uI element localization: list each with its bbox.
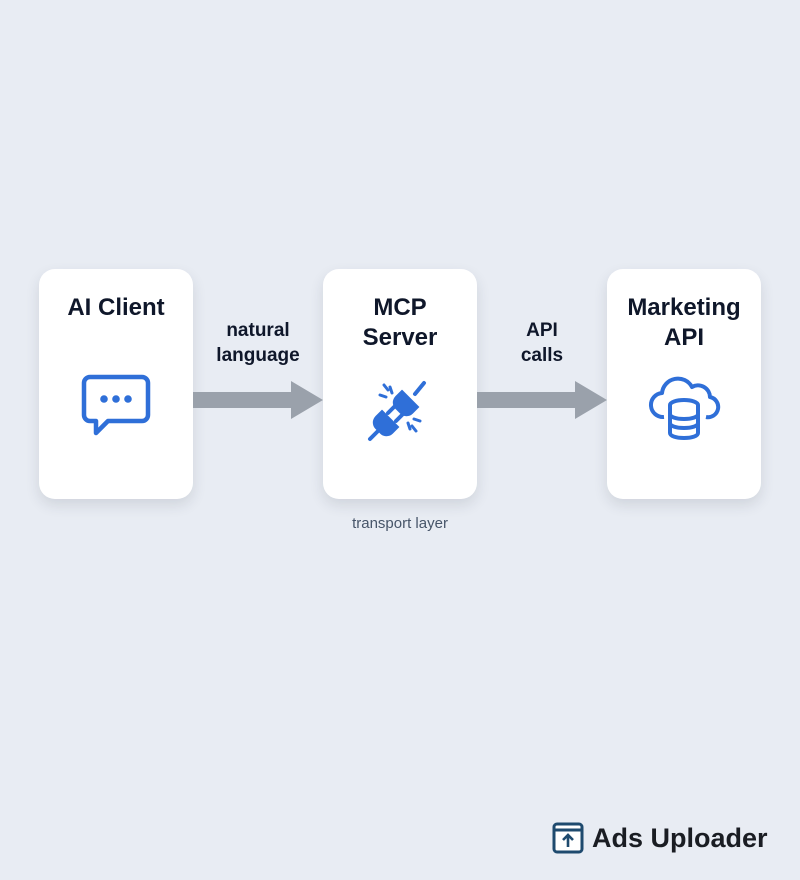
edge-label-line: calls: [520, 345, 564, 366]
edge-label-line: natural: [226, 320, 290, 341]
node-marketing-api: Marketing API: [607, 269, 761, 499]
node-mcp-server: MCP Server: [323, 269, 477, 499]
brand-name: Ads Uploader: [592, 822, 768, 853]
edge-label-line: language: [216, 345, 300, 366]
edge-label-api-calls: API calls: [477, 318, 607, 368]
brand-logo: Ads Uploader: [552, 822, 768, 854]
chat-bubble-icon: [81, 374, 151, 436]
transport-layer-note: transport layer: [352, 515, 448, 532]
node-title: AI Client: [67, 294, 165, 321]
node-ai-client: AI Client: [39, 269, 193, 499]
cloud-database-icon: [649, 376, 721, 440]
node-title: Marketing API: [627, 294, 741, 351]
edge-label-natural-language: natural language: [193, 318, 323, 368]
node-title: MCP Server: [362, 294, 438, 351]
edge-label-line: API: [526, 320, 558, 341]
arrow-client-to-server: [193, 381, 323, 419]
upload-box-icon: [552, 822, 584, 854]
arrow-server-to-api: [477, 381, 607, 419]
plug-icon: [368, 381, 426, 441]
